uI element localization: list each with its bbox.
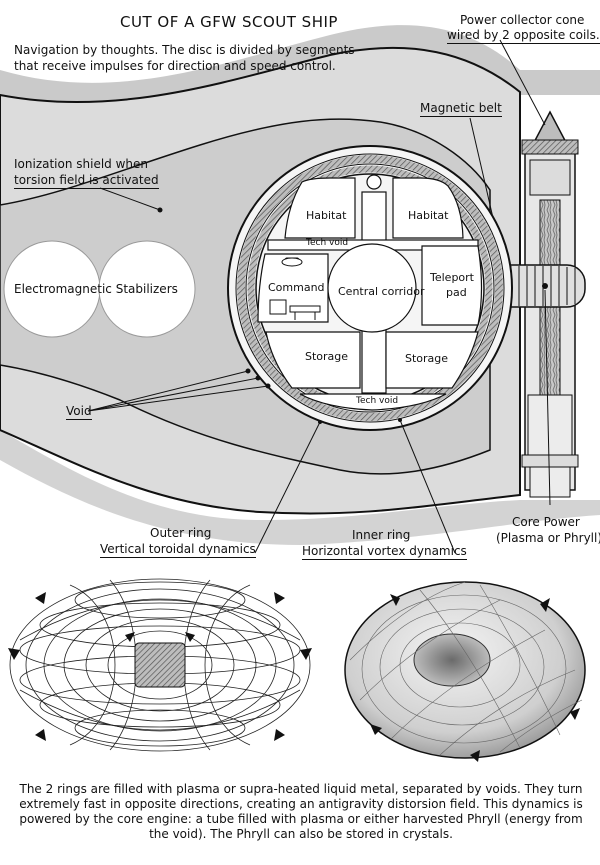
label-stabilizers: Electromagnetic Stabilizers xyxy=(14,282,178,296)
label-core-power-1: Core Power xyxy=(512,515,580,529)
stabilizer-right xyxy=(98,240,196,338)
inner-ring-arrows xyxy=(370,594,580,762)
label-void: Void xyxy=(66,404,92,420)
room-habitat-left: Habitat xyxy=(306,209,347,222)
room-central-corridor: Central corridor xyxy=(338,285,425,298)
label-power-cone-1: Power collector cone xyxy=(460,13,585,27)
intro-line-1: Navigation by thoughts. The disc is divi… xyxy=(14,43,355,57)
room-teleport-1: Teleport xyxy=(430,271,474,284)
label-magnetic-belt: Magnetic belt xyxy=(420,101,502,117)
inner-ring-torus xyxy=(344,581,586,762)
room-storage-left: Storage xyxy=(305,350,349,363)
room-tech-void-bottom: Tech void xyxy=(356,396,399,406)
hull-shadow-bottom xyxy=(0,430,600,545)
intro-line-2: that receive impulses for direction and … xyxy=(14,59,336,73)
room-command: Command xyxy=(268,281,325,294)
room-teleport-2: pad xyxy=(446,286,467,299)
label-core-power-2: (Plasma or Phryll) xyxy=(496,531,600,545)
command-furniture xyxy=(269,257,321,320)
label-outer-ring-1: Outer ring xyxy=(150,526,212,540)
outer-ring-arrows xyxy=(8,592,312,741)
label-outer-ring-2: Vertical toroidal dynamics xyxy=(100,542,256,558)
outer-ring-toroid xyxy=(9,578,311,752)
label-ionization-2: torsion field is activated xyxy=(14,173,159,189)
room-habitat-right: Habitat xyxy=(408,209,449,222)
caption: The 2 rings are filled with plasma or su… xyxy=(19,782,583,841)
label-inner-ring-1: Inner ring xyxy=(352,528,411,542)
core-power-tube xyxy=(521,110,579,498)
label-inner-ring-2: Horizontal vortex dynamics xyxy=(302,544,467,560)
room-storage-right: Storage xyxy=(405,352,449,365)
label-ionization-1: Ionization shield when xyxy=(14,157,149,171)
label-power-cone-2: wired by 2 opposite coils. xyxy=(447,28,600,44)
diagram-title: CUT OF A GFW SCOUT SHIP xyxy=(120,13,338,31)
room-tech-void-top: Tech void xyxy=(306,238,349,248)
void-pointers xyxy=(87,368,271,412)
